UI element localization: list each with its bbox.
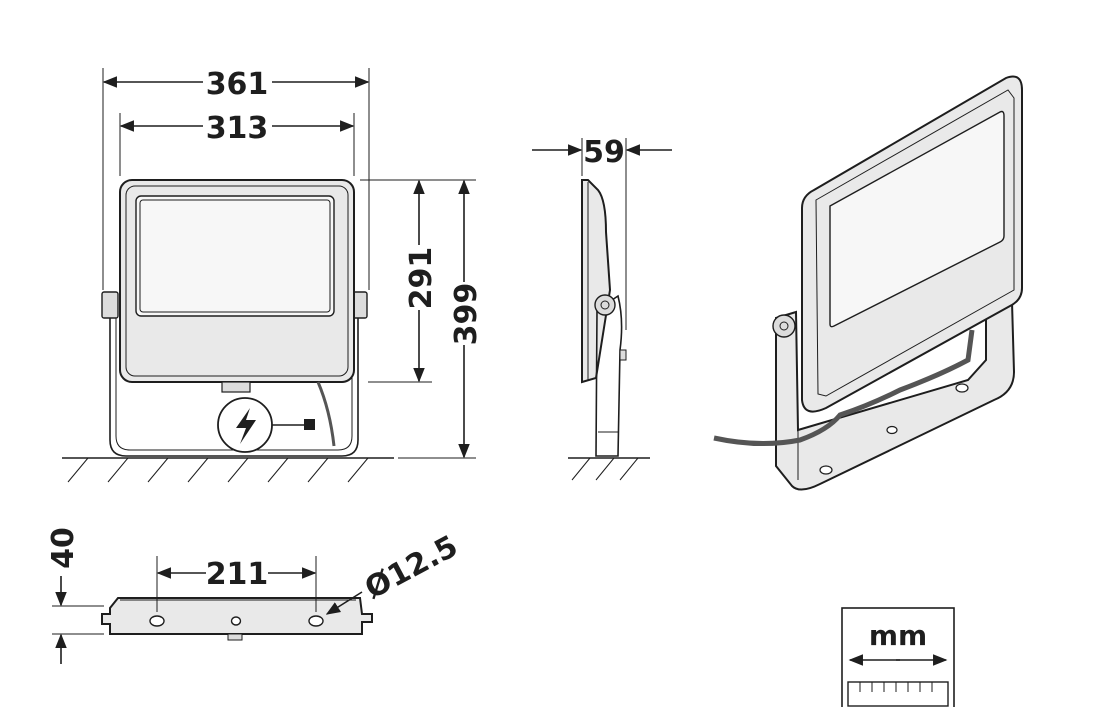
power-cable: [316, 381, 336, 447]
left-pivot-knob: [101, 291, 119, 319]
perspective-pivot-knob: [772, 314, 796, 338]
hole-spacing-label: 211: [206, 557, 269, 592]
power-connection-icon: [217, 397, 315, 453]
perspective-power-cable: [713, 329, 975, 447]
bottom-bracket: [101, 597, 373, 635]
mounting-hole-right: [308, 615, 324, 627]
overall-height-label: 399: [449, 283, 484, 346]
mounting-bracket: [109, 305, 359, 457]
hole-diameter-label: Ø12.5: [359, 529, 463, 607]
ruler-icon: [847, 681, 949, 707]
unit-label: mm: [869, 619, 927, 652]
side-bracket: [595, 294, 623, 457]
ground-hatching: [62, 457, 394, 483]
cable-gland: [221, 381, 251, 393]
bottom-view: 211 40 Ø12.5: [46, 527, 464, 664]
bracket-thickness-label: 40: [46, 527, 81, 569]
perspective-led-panel: [829, 110, 1005, 328]
overall-width-label: 361: [206, 67, 269, 102]
led-panel: [135, 195, 335, 317]
side-pivot-knob: [594, 294, 616, 316]
perspective-view: [713, 75, 1023, 491]
housing-height-label: 291: [404, 247, 439, 310]
unit-scale-box: mm: [841, 607, 955, 707]
mounting-hole-left: [149, 615, 165, 627]
front-view: 361 313 291 399: [62, 67, 484, 483]
side-view: 59: [532, 135, 672, 481]
depth-label: 59: [583, 135, 625, 170]
side-housing: [581, 179, 612, 384]
inner-width-label: 313: [206, 111, 269, 146]
mounting-hole-center: [230, 616, 242, 626]
